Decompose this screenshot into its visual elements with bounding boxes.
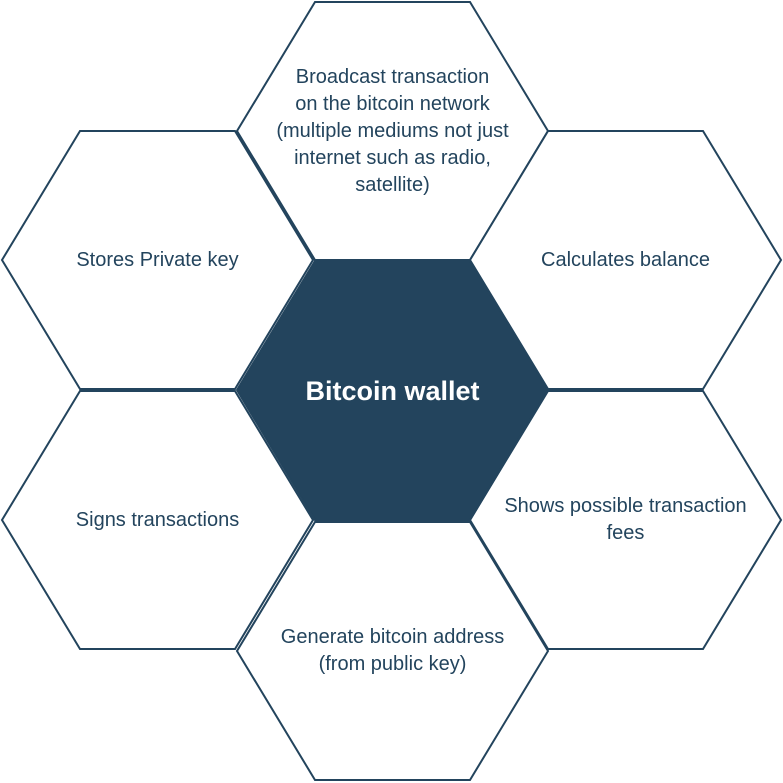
hexagon-lower-left — [0, 390, 315, 650]
top-label-line: (multiple mediums not just — [276, 119, 509, 142]
center-label: Bitcoin wallet — [237, 370, 548, 412]
upper-right-label: Calculates balance — [470, 240, 781, 280]
hexagon-center — [235, 260, 550, 521]
lower-right-label: Shows possible transaction fees — [470, 492, 781, 548]
hexagon-bottom — [235, 521, 550, 781]
upper-left-label: Stores Private key — [2, 240, 313, 280]
lower-left-label: Signs transactions — [2, 500, 313, 540]
lower-right-label-line: fees — [606, 522, 645, 544]
bottom-label-line: (from public key) — [318, 653, 467, 675]
hexagon-upper-left — [0, 130, 315, 390]
top-label-line: satellite) — [355, 173, 430, 196]
upper-right-label-line: Calculates balance — [541, 248, 710, 271]
bottom-label-line: Generate bitcoin address — [280, 626, 505, 648]
top-label-line: internet such as radio, — [294, 146, 491, 169]
lower-right-label-line: Shows possible transaction — [504, 495, 747, 517]
center-label-text: Bitcoin wallet — [305, 375, 480, 406]
upper-left-label-line: Stores Private key — [76, 248, 239, 271]
lower-left-label-line: Signs transactions — [75, 508, 240, 531]
top-label: Broadcast transaction on the bitcoin net… — [237, 44, 548, 218]
top-label-line: on the bitcoin network — [295, 92, 490, 115]
bottom-label: Generate bitcoin address (from public ke… — [237, 623, 548, 679]
top-label-line: Broadcast transaction — [295, 65, 490, 88]
